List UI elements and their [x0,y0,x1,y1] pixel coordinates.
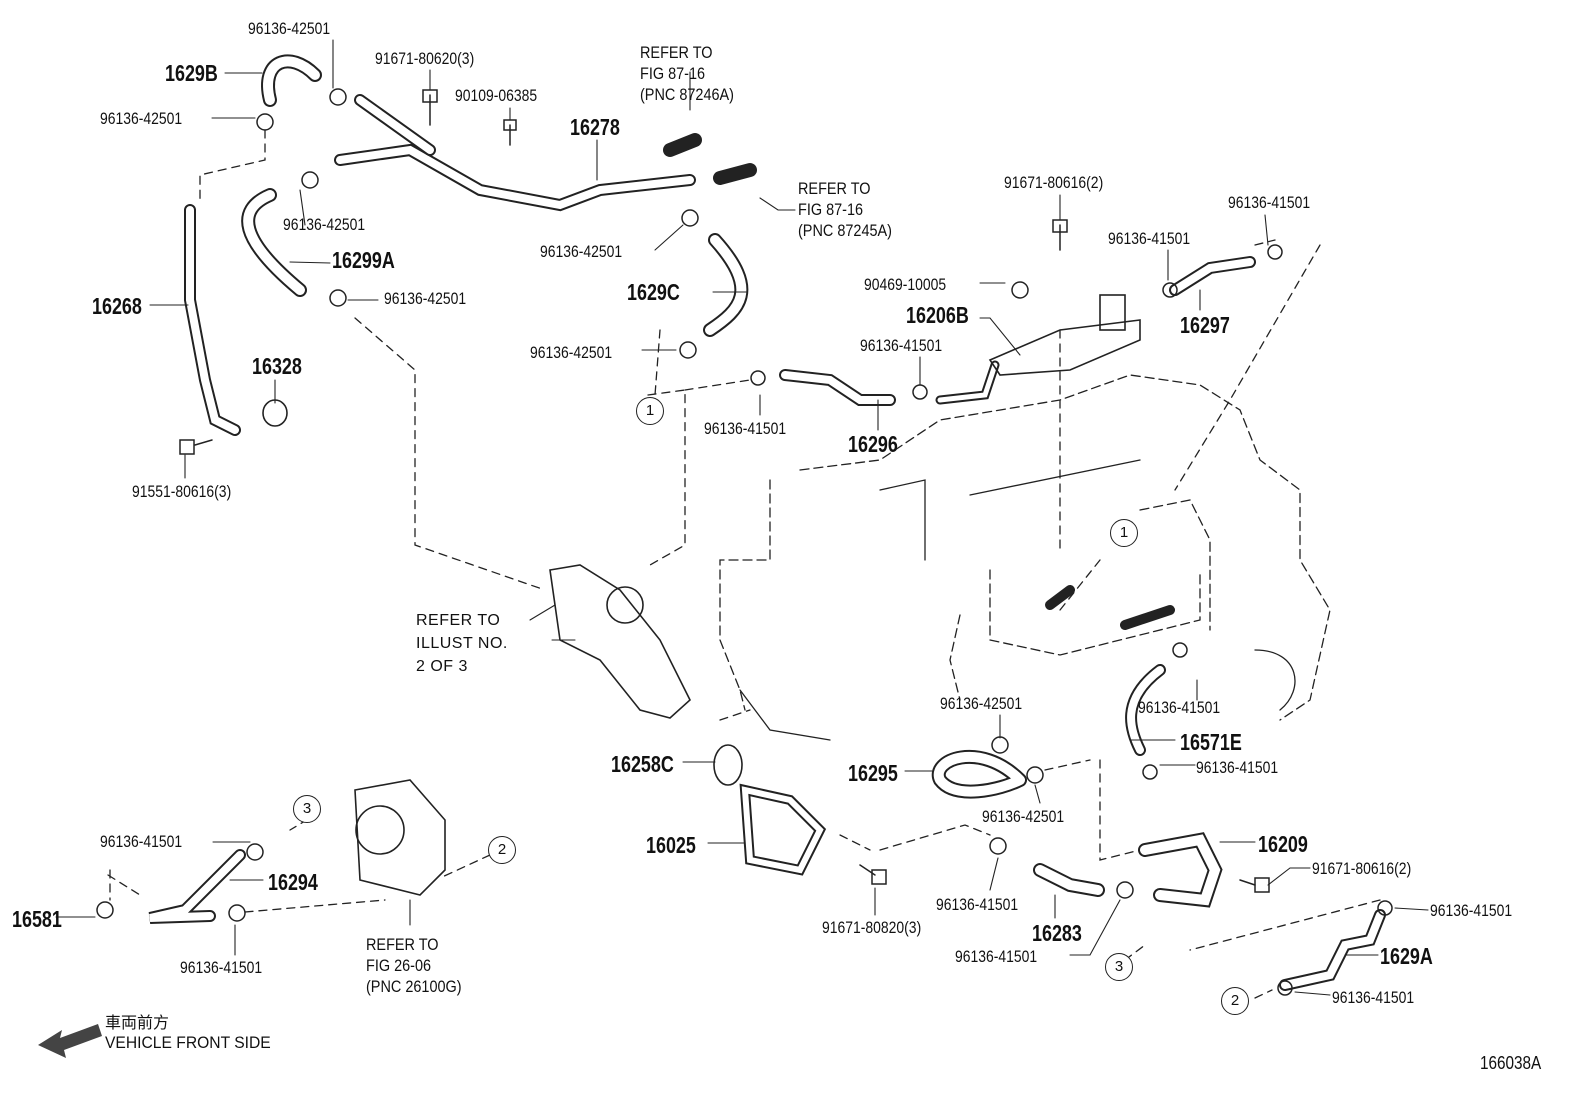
fastener-label[interactable]: 96136-41501 [955,947,1038,966]
connection-marker: 2 [1221,987,1249,1015]
connection-marker: 1 [1110,519,1138,547]
reference-line: REFER TO [416,612,501,629]
fastener-label[interactable]: 96136-42501 [540,242,623,261]
part-label-16209[interactable]: 16209 [1258,831,1308,857]
fastener-label[interactable]: 90469-10005 [864,275,947,294]
reference-fig-26-06[interactable]: REFER TO FIG 26-06 (PNC 26100G) [366,934,462,997]
part-label-16206B[interactable]: 16206B [906,302,969,328]
part-label-16328[interactable]: 16328 [252,353,302,379]
reference-line: (PNC 26100G) [366,977,462,996]
part-label-16268[interactable]: 16268 [92,293,142,319]
part-label-16278[interactable]: 16278 [570,114,620,140]
reference-fig-87-16-a[interactable]: REFER TO FIG 87-16 (PNC 87246A) [640,42,734,105]
engine-outline [719,374,1331,721]
reference-line: REFER TO [798,179,871,198]
part-label-1629B[interactable]: 1629B [165,60,218,86]
housings [262,294,1141,896]
part-label-16581[interactable]: 16581 [12,906,62,932]
connection-marker: 1 [636,397,664,425]
fastener-label[interactable]: 96136-41501 [1228,193,1311,212]
fastener-label[interactable]: 96136-42501 [530,343,613,362]
part-label-1629C[interactable]: 1629C [627,279,680,305]
fastener-label[interactable]: 96136-41501 [1108,229,1191,248]
fastener-label[interactable]: 91671-80820(3) [822,918,922,937]
legend-japanese: 車両前方 [105,1015,170,1032]
fastener-label[interactable]: 96136-41501 [1196,758,1279,777]
reference-line: REFER TO [366,935,439,954]
part-label-16297[interactable]: 16297 [1180,312,1230,338]
reference-line: FIG 87-16 [640,64,706,83]
reference-line: FIG 26-06 [366,956,432,975]
fastener-label[interactable]: 96136-42501 [248,19,331,38]
fastener-label[interactable]: 96136-41501 [860,336,943,355]
connection-marker: 3 [1105,953,1133,981]
fastener-label[interactable]: 96136-41501 [936,895,1019,914]
reference-fig-87-16-b[interactable]: REFER TO FIG 87-16 (PNC 87245A) [798,178,892,241]
fastener-label[interactable]: 96136-42501 [982,807,1065,826]
fastener-label[interactable]: 96136-41501 [1138,698,1221,717]
fastener-label[interactable]: 96136-42501 [940,694,1023,713]
fastener-label[interactable]: 96136-41501 [1430,901,1513,920]
part-label-16258C[interactable]: 16258C [611,751,674,777]
part-label-16295[interactable]: 16295 [848,760,898,786]
fastener-label[interactable]: 91551-80616(3) [132,482,232,501]
reference-line: REFER TO [640,43,713,62]
illustration-code: 166038A [1480,1053,1542,1073]
part-label-1629A[interactable]: 1629A [1380,943,1433,969]
reference-line: 2 OF 3 [416,658,468,675]
vehicle-front-arrow-icon [38,1024,102,1058]
reference-line: ILLUST NO. [416,635,508,652]
part-label-16299A[interactable]: 16299A [332,247,395,273]
engine-solid-lines [739,459,1296,741]
bolts [179,89,1270,893]
reference-illust-2-of-3[interactable]: REFER TO ILLUST NO. 2 OF 3 [416,609,508,678]
part-label-16025[interactable]: 16025 [646,832,696,858]
leader-lines [55,39,1429,996]
fastener-label[interactable]: 96136-42501 [384,289,467,308]
part-label-16571E[interactable]: 16571E [1180,729,1242,755]
reference-line: (PNC 87246A) [640,85,734,104]
legend-vehicle-front-side: VEHICLE FRONT SIDE [105,1033,271,1052]
fastener-label[interactable]: 96136-41501 [100,832,183,851]
connection-marker: 3 [293,795,321,823]
clamps [96,88,1393,996]
dashed-connection-lines [107,129,1381,999]
connection-marker: 2 [488,836,516,864]
fastener-label[interactable]: 96136-41501 [180,958,263,977]
reference-line: FIG 87-16 [798,200,864,219]
fastener-label[interactable]: 90109-06385 [455,86,538,105]
fastener-label[interactable]: 96136-42501 [100,109,183,128]
hoses [148,54,1386,991]
fastener-label[interactable]: 91671-80620(3) [375,49,475,68]
fastener-label[interactable]: 91671-80616(2) [1004,173,1104,192]
part-label-16283[interactable]: 16283 [1032,920,1082,946]
fastener-label[interactable]: 96136-41501 [704,419,787,438]
fastener-label[interactable]: 96136-41501 [1332,988,1415,1007]
fastener-label[interactable]: 96136-42501 [283,215,366,234]
reference-line: (PNC 87245A) [798,221,892,240]
part-label-16294[interactable]: 16294 [268,869,318,895]
part-label-16296[interactable]: 16296 [848,431,898,457]
fastener-label[interactable]: 91671-80616(2) [1312,859,1412,878]
